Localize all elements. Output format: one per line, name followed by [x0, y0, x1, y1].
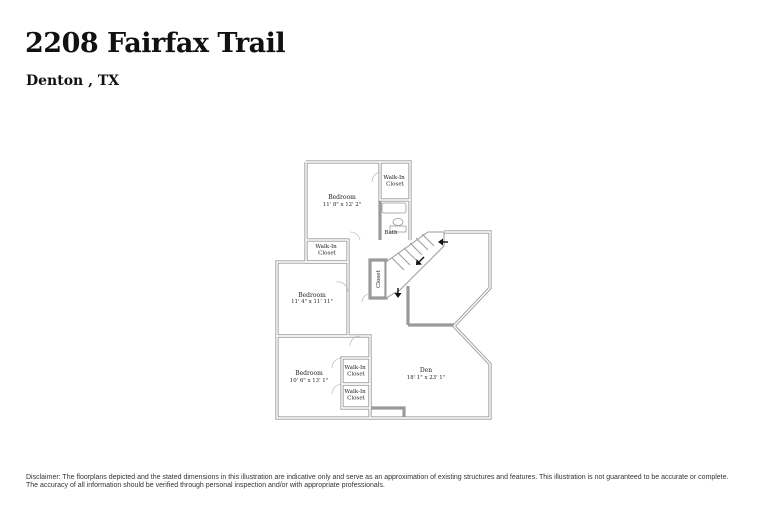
bath-fixtures	[381, 202, 407, 233]
door-swings	[331, 171, 381, 395]
walk-in-closet-left-word-1: Walk-In	[315, 244, 337, 250]
room-label-bedroom-3: Bedroom	[295, 370, 323, 377]
room-dims-bedroom-3: 10' 6" x 13' 1"	[290, 378, 328, 384]
room-label-bath: Bath	[384, 230, 398, 236]
room-dims-den: 18' 1" x 23' 1"	[407, 375, 445, 381]
room-label-walk-in-closet-left: Walk-In Closet	[315, 244, 338, 257]
room-label-walk-in-closet-bottom-2: Walk-In Closet	[344, 389, 367, 402]
walk-in-closet-bottom-1-word-2: Closet	[347, 372, 366, 378]
walk-in-closet-bottom-1-word-1: Walk-In	[344, 365, 366, 371]
property-address: 2208 Fairfax Trail	[25, 28, 286, 59]
room-label-walk-in-closet-bottom-1: Walk-In Closet	[344, 365, 367, 378]
room-label-bedroom-1: Bedroom	[328, 194, 356, 201]
walk-in-closet-left-word-2: Closet	[318, 251, 337, 257]
floor-plan-inner-walls	[276, 161, 491, 419]
room-label-bedroom-2: Bedroom	[298, 292, 326, 299]
walk-in-closet-top-word-1: Walk-In	[383, 175, 405, 181]
walk-in-closet-top-word-2: Closet	[386, 182, 405, 188]
staircase	[385, 231, 445, 299]
room-label-closet: Closet	[376, 269, 382, 288]
room-dims-bedroom-1: 11' 8" x 12' 2"	[323, 202, 361, 208]
walk-in-closet-bottom-2-word-2: Closet	[347, 396, 366, 402]
walk-in-closet-bottom-2-word-1: Walk-In	[344, 389, 366, 395]
disclaimer-text: Disclaimer: The floorplans depicted and …	[26, 474, 729, 489]
stair-arrows	[394, 238, 448, 298]
room-label-walk-in-closet-top: Walk-In Closet	[383, 175, 406, 188]
room-dims-bedroom-2: 11' 4" x 11' 11"	[291, 299, 333, 305]
property-city-state: Denton , TX	[26, 73, 120, 89]
room-label-den: Den	[420, 367, 432, 374]
